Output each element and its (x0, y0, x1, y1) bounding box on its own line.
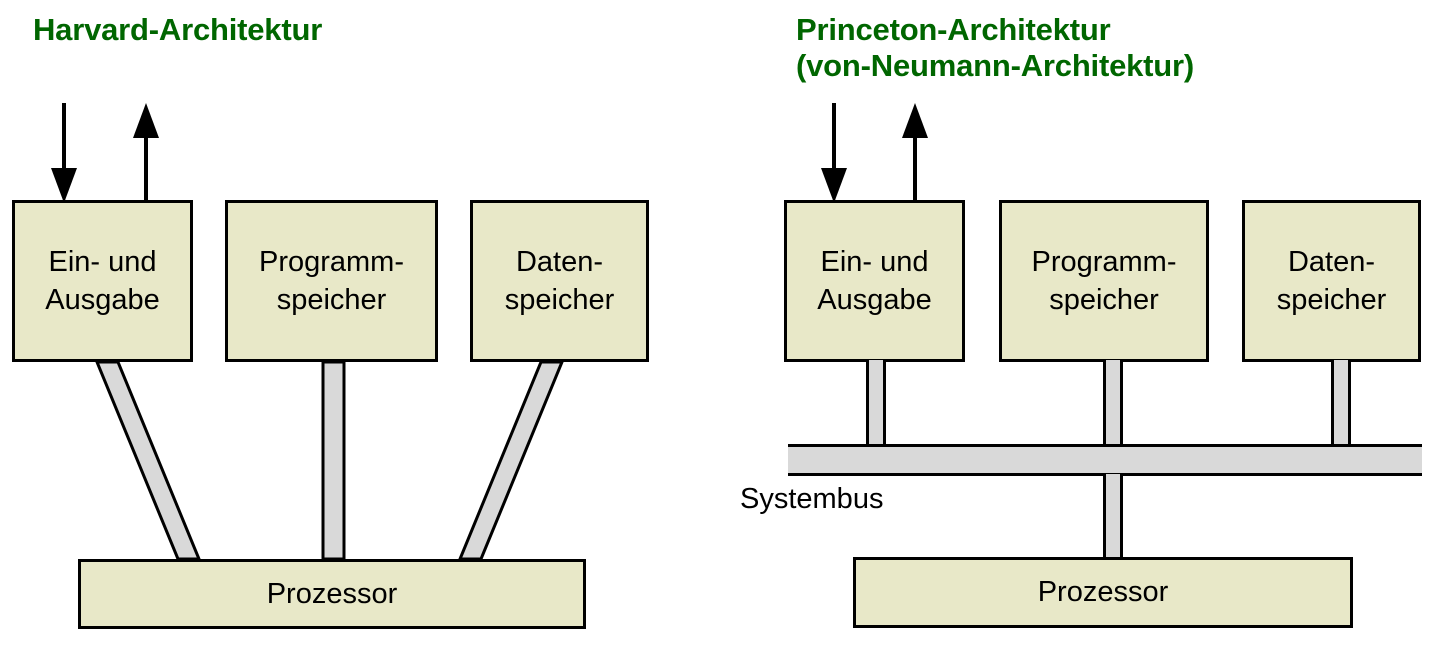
harvard-box-program-memory-line2: speicher (276, 284, 387, 316)
princeton-box-program-memory-line1: Programm- (1031, 246, 1177, 278)
system-bus-label: Systembus (740, 483, 884, 515)
princeton-processor-bus-connector (1103, 474, 1123, 560)
system-bus-bar (788, 444, 1422, 476)
harvard-box-io-line2: Ausgabe (45, 284, 160, 316)
princeton-output-arrow (902, 103, 928, 200)
harvard-box-io-line1: Ein- und (48, 246, 157, 278)
harvard-title: Harvard-Architektur (33, 12, 323, 47)
princeton-io-bus-connector (866, 360, 886, 446)
princeton-box-program-memory-line2: speicher (1049, 284, 1159, 316)
harvard-box-data-memory-line2: speicher (504, 284, 615, 316)
princeton-box-data-memory-line2: speicher (1276, 284, 1387, 316)
harvard-output-arrow (133, 103, 159, 200)
harvard-box-program-memory-line1: Programm- (258, 246, 404, 278)
harvard-data-connector (457, 360, 565, 561)
harvard-box-program-memory: Programm- speicher (225, 200, 438, 362)
princeton-box-data-memory: Daten- speicher (1242, 200, 1421, 362)
princeton-box-io-line2: Ausgabe (817, 284, 932, 316)
harvard-program-connector (321, 360, 346, 561)
harvard-input-arrow (51, 103, 77, 203)
princeton-box-data-memory-line1: Daten- (1287, 246, 1376, 278)
princeton-program-bus-connector (1103, 360, 1123, 446)
princeton-data-bus-connector (1331, 360, 1351, 446)
princeton-input-arrow (821, 103, 847, 203)
princeton-box-program-memory: Programm- speicher (999, 200, 1209, 362)
princeton-processor-label: Prozessor (1037, 576, 1169, 608)
harvard-processor-label: Prozessor (266, 577, 398, 610)
princeton-title-line1: Princeton-Architektur (796, 12, 1111, 47)
harvard-box-data-memory-line1: Daten- (515, 246, 604, 278)
harvard-io-connector (94, 360, 202, 561)
princeton-title-line2: (von-Neumann-Architektur) (796, 48, 1195, 83)
princeton-box-io-line1: Ein- und (820, 246, 929, 278)
harvard-box-data-memory: Daten- speicher (470, 200, 649, 362)
harvard-box-io: Ein- und Ausgabe (12, 200, 193, 362)
princeton-processor-box: Prozessor (853, 557, 1353, 628)
harvard-processor-box: Prozessor (78, 559, 586, 629)
princeton-box-io: Ein- und Ausgabe (784, 200, 965, 362)
